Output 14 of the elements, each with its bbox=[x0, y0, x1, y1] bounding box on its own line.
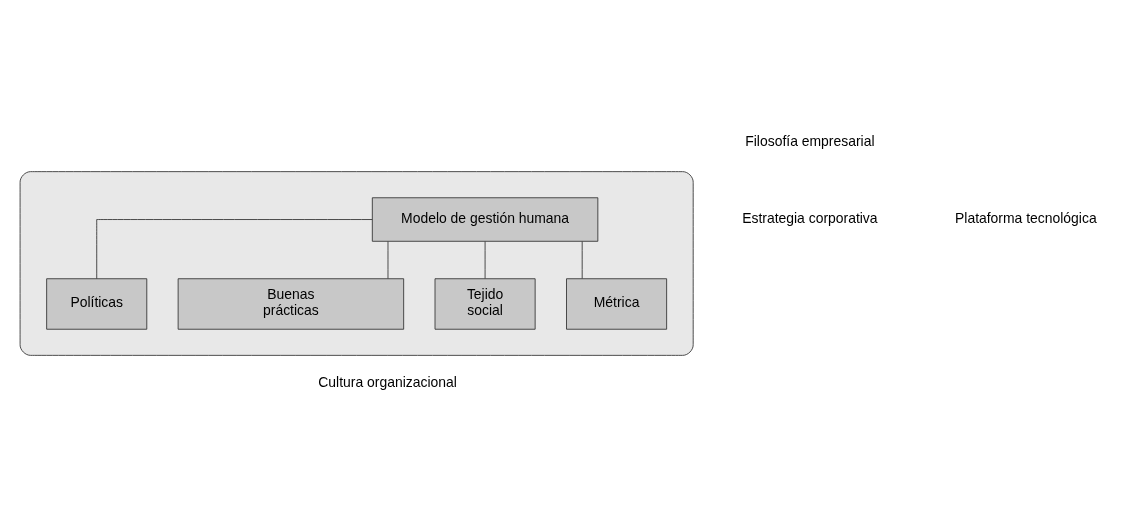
connector bbox=[581, 241, 583, 279]
connector bbox=[96, 219, 373, 280]
node-box: Métrica bbox=[566, 278, 668, 330]
node-box: Políticas bbox=[46, 278, 148, 330]
label: Estrategia corporativa bbox=[742, 209, 878, 226]
cluster bbox=[19, 171, 694, 356]
node-box: Modelo de gestión humana bbox=[371, 197, 599, 242]
connector bbox=[484, 241, 486, 279]
label: Filosofía empresarial bbox=[745, 133, 875, 150]
node-box: Tejido social bbox=[434, 278, 536, 330]
label: Cultura organizacional bbox=[318, 374, 457, 391]
connector bbox=[387, 241, 389, 279]
label: Plataforma tecnológica bbox=[955, 209, 1097, 226]
node-box: Buenas prácticas bbox=[177, 278, 405, 330]
